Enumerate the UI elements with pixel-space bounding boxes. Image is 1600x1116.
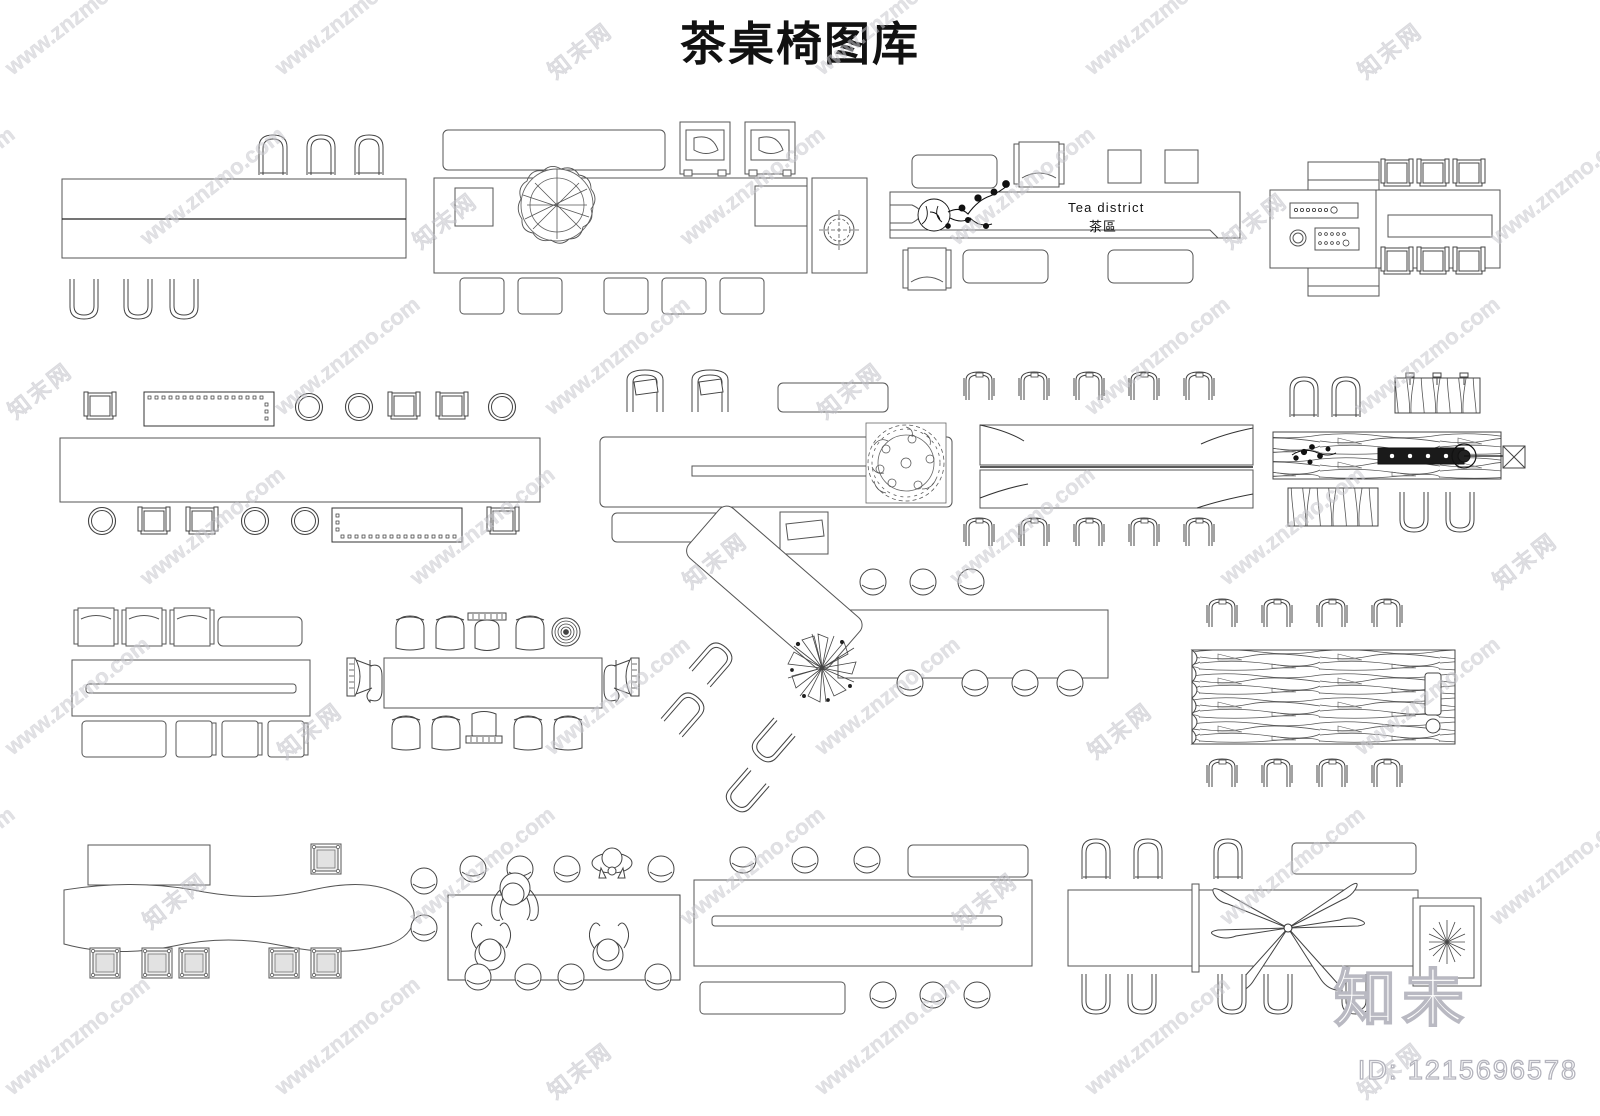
brand-logo: 知未: [1333, 961, 1470, 1036]
chair-bottom: [902, 247, 952, 291]
block-long-table-with-runner: [693, 844, 1033, 1015]
block-long-table-mixed-seating: [59, 391, 541, 543]
block-tea-district-counter: [889, 141, 1241, 291]
chair-top-2: [121, 607, 167, 647]
block-long-tea-table-with-arch-chairs: [61, 134, 407, 320]
page-title: 茶桌椅图库: [680, 17, 920, 71]
block-table-with-figures: [410, 847, 681, 991]
chair-top-1: [73, 607, 119, 647]
block-tea-table-with-planter-and-stools: [433, 121, 868, 315]
block-large-wood-slab-table: [1190, 598, 1456, 788]
starburst-planter: [787, 633, 857, 703]
asset-id: ID: 1215696578: [1357, 1054, 1578, 1085]
block-angled-L-tea-table: [660, 505, 1109, 817]
end-chair-bottom: [465, 711, 503, 744]
end-chair-left: [346, 657, 383, 704]
block-wood-grain-tea-table-with-tray: [1272, 372, 1526, 533]
block-tea-table-with-pinwheel: [1067, 838, 1482, 1015]
block-tea-table-with-armchairs-planter: [599, 369, 953, 555]
end-chair-right: [603, 657, 640, 704]
chair-top-3: [169, 607, 215, 647]
block-round-back-chair-table: [346, 612, 640, 751]
chair-top: [1013, 141, 1065, 188]
block-organic-slab-table: [63, 843, 415, 979]
tea-district-label-cn: 茶區: [1089, 220, 1118, 235]
block-live-edge-slab-table: [963, 371, 1254, 547]
tea-district-label-en: Tea district: [1068, 200, 1145, 215]
block-conference-tea-table: [71, 607, 311, 758]
block-tea-brewing-station: [1269, 158, 1501, 297]
end-chair-top: [467, 612, 507, 651]
spiral-coaster: [551, 617, 581, 647]
